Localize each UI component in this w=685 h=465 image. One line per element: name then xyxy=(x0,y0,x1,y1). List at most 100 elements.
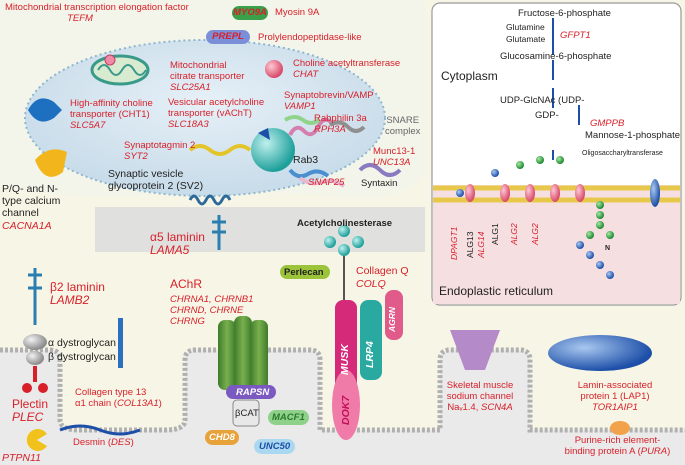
bcat-label: βCAT xyxy=(235,408,259,419)
cytoplasm-label: Cytoplasm xyxy=(441,69,498,83)
achr-genes: CHRNA1, CHRNB1 CHRND, CHRNE CHRNG xyxy=(170,294,254,327)
ptpn11-shape xyxy=(26,429,47,452)
desmin-tail: ) xyxy=(130,437,134,448)
chat-name: Choline acetyltransferase xyxy=(293,58,401,69)
col13a1-tail: ) xyxy=(158,398,162,409)
pura-gene: PURA xyxy=(640,446,668,457)
vamp1-name: Synaptobrevin/VAMP xyxy=(284,90,374,101)
slc25a1-name: Mitochondrial citrate transporter xyxy=(170,60,245,82)
colq-name: Collagen Q xyxy=(356,265,409,277)
cht1-name: High-affinity choline transporter (CHT1) xyxy=(70,98,153,120)
lama5-shape xyxy=(212,215,226,250)
pura-tail: ) xyxy=(667,446,671,457)
col13a1-label: Collagen type 13 α1 chain (COL13A1) xyxy=(75,387,162,409)
plectin-gene: PLEC xyxy=(12,410,44,424)
vacht-gene: SLC18A3 xyxy=(168,119,209,130)
plectin-name: Plectin xyxy=(12,397,49,411)
lama5-gene: LAMA5 xyxy=(150,243,190,257)
rapsn-pill xyxy=(226,385,276,399)
chd8-label: CHD8 xyxy=(205,430,239,445)
achr-name: AChR xyxy=(170,277,203,291)
agrn-bar xyxy=(385,290,403,340)
calcium-channel-shape xyxy=(35,149,67,177)
desmin-gene: DES xyxy=(111,437,131,448)
lap1-label: Lamin-associated protein 1 (LAP1) TOR1AI… xyxy=(555,380,675,413)
snap25-gene: SNAP25 xyxy=(308,177,345,188)
alpha-dg-label: α dystroglycan xyxy=(48,337,116,349)
er-label: Endoplastic reticulum xyxy=(439,284,554,298)
unc13a-gene: UNC13A xyxy=(373,157,411,168)
myo9a-pill: MYO9A xyxy=(232,6,268,20)
pura-name: Purine-rich element- binding protein A ( xyxy=(564,435,661,457)
lrp4-bar xyxy=(360,300,382,380)
prepl-pill: PREPL xyxy=(206,30,250,44)
syntaxin-label: Syntaxin xyxy=(361,178,398,189)
pura-label: Purine-rich element- binding protein A (… xyxy=(555,435,680,457)
myo9a-name: Myosin 9A xyxy=(275,7,320,18)
ache-label: Acetylcholinesterase xyxy=(297,218,393,229)
slc25a1-gene: SLC25A1 xyxy=(170,82,211,93)
glutamate-label: Glutamate xyxy=(506,34,546,44)
dok7-shape xyxy=(332,370,360,440)
alg1-label: ALG1 xyxy=(490,223,500,245)
tefm-label: Mitochondrial transcription elongation f… xyxy=(5,2,189,24)
scn4a-name: Skeletal muscle sodium channel Naᵥ1.4, xyxy=(446,380,514,413)
rph3a-gene: RPH3A xyxy=(314,124,346,135)
udp-label: UDP-GlcNAc (UDP- xyxy=(500,95,585,106)
lama5-name: α5 laminin xyxy=(150,230,205,244)
lamb2-name: β2 laminin xyxy=(50,280,105,294)
sv2-label: Synaptic vesicle glycoprotein 2 (SV2) xyxy=(108,168,204,192)
vacht-name: Vesicular acetylcholine transporter (vAC… xyxy=(168,97,265,119)
dok7-label: DOK7 xyxy=(340,395,352,425)
scn4a-shape xyxy=(450,330,500,370)
rab3-label: Rab3 xyxy=(293,154,319,166)
perlecan-pill xyxy=(280,265,330,279)
lap1-name: Lamin-associated protein 1 (LAP1) xyxy=(577,380,653,402)
col13a1-name: Collagen type 13 α1 chain ( xyxy=(75,387,147,409)
lamb2-shape xyxy=(28,268,42,325)
syt2-gene: SYT2 xyxy=(124,151,148,162)
alg13-label: ALG13 xyxy=(465,231,475,258)
lamb2-gene: LAMB2 xyxy=(50,293,90,307)
vamp1-gene: VAMP1 xyxy=(284,101,316,112)
tefm-gene: TEFM xyxy=(67,13,93,24)
scn4a-gene: SCN4A xyxy=(481,402,513,413)
desmin-name: Desmin ( xyxy=(73,437,112,448)
alg14-label: ALG14 xyxy=(476,231,486,258)
unc50-label: UNC50 xyxy=(254,439,296,454)
cacna1a-gene: CACNA1A xyxy=(2,220,52,232)
cht1-gene: SLC5A7 xyxy=(70,120,106,131)
prepl-name: Prolylendopeptidase-like xyxy=(258,32,362,43)
pura-shape xyxy=(610,421,630,435)
syt2-name: Synaptotagmin 2 xyxy=(124,140,196,151)
macf1-label: MACF1 xyxy=(268,410,309,425)
rapsn-label: RAPSN xyxy=(236,387,270,398)
lap1-gene: TOR1AIP1 xyxy=(592,402,638,413)
perlecan-label: Perlecan xyxy=(284,267,324,278)
chat-gene: CHAT xyxy=(293,69,319,80)
alg2b-label: ALG2 xyxy=(530,223,540,245)
rph3a-name: Rabphilin 3a xyxy=(314,113,367,124)
glutamine-label: Glutamine xyxy=(506,22,545,32)
cht1-shape xyxy=(28,98,62,122)
tefm-name: Mitochondrial transcription elongation f… xyxy=(5,2,189,13)
er-glycans xyxy=(456,156,660,279)
chat-blob xyxy=(265,60,283,78)
snare-label: SNARE complex xyxy=(385,115,421,137)
alg2a-label: ALG2 xyxy=(509,223,519,245)
basal-lamina xyxy=(95,207,425,252)
col13a1-bar xyxy=(118,318,123,368)
vesicle-ball xyxy=(251,128,295,172)
man1p-label: Mannose-1-phosphate xyxy=(585,130,681,141)
ptpn11-gene: PTPN11 xyxy=(2,452,41,464)
agrn-label: AGRN xyxy=(387,306,397,332)
n-glycan-label: N xyxy=(605,245,611,252)
cacna1a-name: P/Q- and N- type calcium channel xyxy=(2,183,61,219)
mitochondrion xyxy=(90,54,150,86)
lrp4-label: LRP4 xyxy=(364,341,376,368)
scn4a-label: Skeletal muscle sodium channel Naᵥ1.4, S… xyxy=(430,380,530,413)
lap1-shape xyxy=(548,335,652,371)
gfpt1-label: GFPT1 xyxy=(560,30,591,41)
